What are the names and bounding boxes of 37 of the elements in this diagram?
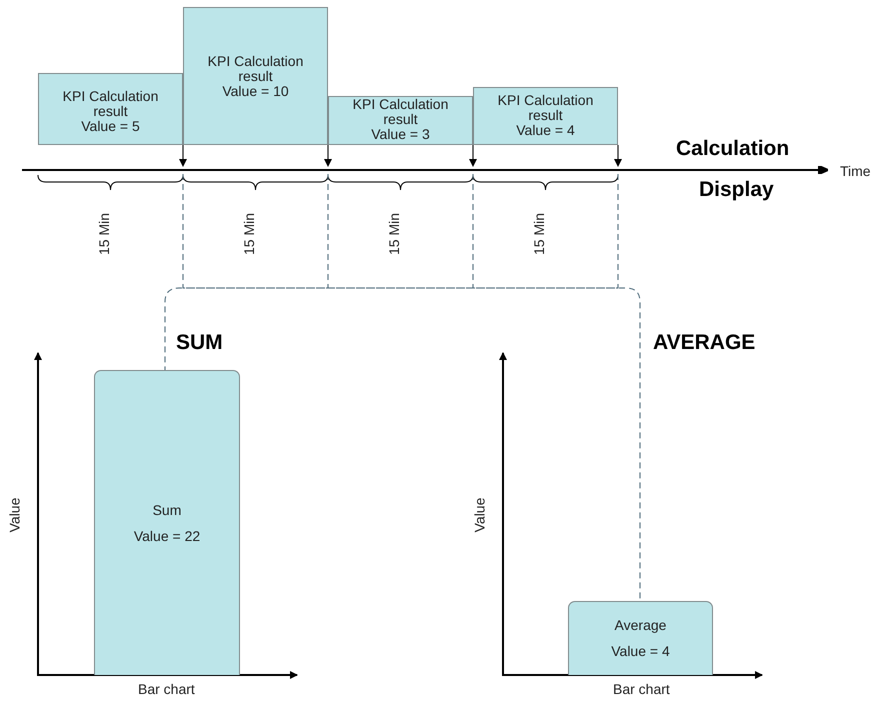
chart-bar bbox=[94, 370, 240, 675]
result-box bbox=[38, 73, 183, 145]
box-text: KPI Calculation result bbox=[352, 97, 450, 127]
result-box bbox=[328, 96, 473, 145]
result-box bbox=[473, 87, 618, 145]
box-text: KPI Calculation result bbox=[496, 93, 594, 123]
box-text: KPI Calculation result bbox=[206, 54, 304, 84]
box-text: Value = 3 bbox=[371, 127, 430, 142]
bar-label: Sum bbox=[152, 502, 182, 518]
arrow bbox=[179, 144, 187, 167]
chart-title: SUM bbox=[176, 331, 223, 355]
bar-label: Value = 4 bbox=[611, 644, 670, 659]
bar-label: Average bbox=[614, 618, 666, 633]
axis-label: Value bbox=[471, 498, 488, 532]
duration-label: 15 Min bbox=[96, 212, 112, 256]
duration-label: 15 Min bbox=[531, 212, 548, 256]
axis-label: Bar chart bbox=[613, 681, 670, 697]
arrow bbox=[324, 144, 332, 167]
axis-label: Bar chart bbox=[138, 681, 195, 697]
box-text: Value = 10 bbox=[222, 84, 289, 99]
box-text: Value = 5 bbox=[81, 119, 140, 134]
bar-label: Value = 22 bbox=[134, 528, 200, 544]
box-text: KPI Calculation result bbox=[62, 89, 160, 119]
axis-label: Value bbox=[6, 498, 22, 532]
arrow bbox=[469, 144, 477, 167]
box-text: Value = 4 bbox=[516, 123, 575, 138]
axis-label: Time bbox=[840, 163, 871, 179]
chart-bar bbox=[568, 601, 713, 675]
section-label: Display bbox=[699, 178, 774, 202]
duration-label: 15 Min bbox=[386, 212, 402, 256]
time-axis bbox=[22, 166, 828, 174]
result-box bbox=[183, 7, 328, 145]
arrow bbox=[614, 144, 622, 167]
section-label: Calculation bbox=[676, 137, 790, 161]
duration-label: 15 Min bbox=[241, 212, 258, 256]
chart-title: AVERAGE bbox=[653, 331, 756, 355]
dashed-connector bbox=[182, 174, 640, 602]
